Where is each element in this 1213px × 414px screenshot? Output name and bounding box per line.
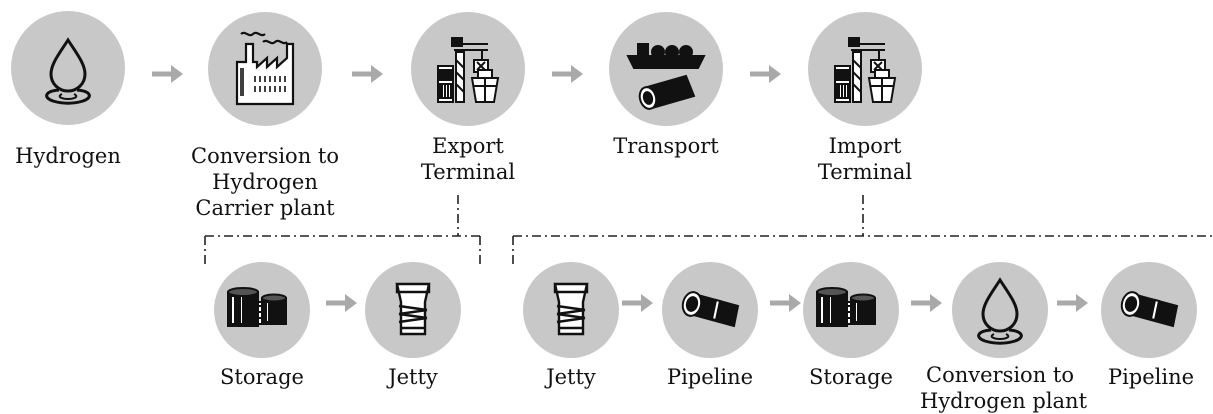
label-transport: Transport	[598, 133, 734, 159]
arrow-2	[352, 65, 383, 83]
label-hydrogen: Hydrogen	[0, 143, 136, 169]
label-line: Terminal	[420, 160, 516, 184]
label-line: Storage	[220, 365, 304, 389]
storage-tanks-icon	[816, 287, 876, 327]
node-import-jetty	[523, 262, 619, 358]
label-conversion-hydrogen: Conversion to Hydrogen plant	[920, 362, 1088, 414]
label-line: Pipeline	[666, 365, 754, 389]
label-line: Terminal	[817, 160, 913, 184]
label-line: Jetty	[546, 365, 596, 389]
arrow-8	[911, 294, 942, 312]
arrow-3	[552, 65, 583, 83]
label-line: Conversion to	[191, 144, 339, 168]
jetty-icon	[395, 282, 431, 336]
label-line: Import	[828, 134, 902, 158]
label-export-jetty: Jetty	[353, 364, 473, 390]
label-import-jetty: Jetty	[511, 364, 631, 390]
node-hydrogen	[11, 11, 125, 125]
label-line: Hydrogen	[212, 170, 318, 194]
node-conversion-hydrogen	[952, 262, 1048, 358]
node-export-terminal	[411, 12, 525, 126]
label-line: Pipeline	[1107, 365, 1195, 389]
node-import-storage	[803, 262, 899, 358]
node-transport	[609, 12, 723, 126]
label-import-pipeline: Pipeline	[650, 364, 770, 390]
label-line: Transport	[613, 134, 719, 158]
node-import-pipeline	[662, 262, 758, 358]
storage-tanks-icon	[227, 287, 287, 327]
node-import-terminal	[808, 12, 922, 126]
node-export-storage	[214, 262, 310, 358]
label-line: Conversion to	[926, 363, 1074, 387]
label-import-storage: Storage	[791, 364, 911, 390]
jetty-icon	[553, 282, 589, 336]
arrow-6	[622, 294, 653, 312]
label-line: Hydrogen	[15, 144, 121, 168]
label-line: Jetty	[388, 365, 438, 389]
label-line: Hydrogen plant	[920, 389, 1088, 413]
label-line: Carrier plant	[195, 196, 335, 220]
arrow-5	[326, 294, 357, 312]
label-line: Storage	[809, 365, 893, 389]
node-conversion-carrier	[208, 12, 322, 126]
label-export-storage: Storage	[202, 364, 322, 390]
label-conversion-carrier: Conversion to Hydrogen Carrier plant	[175, 143, 355, 221]
arrow-9	[1057, 294, 1088, 312]
label-line: Export	[432, 134, 504, 158]
arrow-1	[152, 65, 183, 83]
import-detail-connector	[512, 195, 1213, 267]
label-import-pipeline-2: Pipeline	[1096, 364, 1206, 390]
label-import-terminal: Import Terminal	[797, 133, 933, 185]
arrow-4	[750, 65, 781, 83]
node-export-jetty	[365, 262, 461, 358]
label-export-terminal: Export Terminal	[400, 133, 536, 185]
export-detail-connector	[204, 195, 481, 267]
arrow-7	[770, 294, 801, 312]
node-import-pipeline-2	[1101, 262, 1197, 358]
